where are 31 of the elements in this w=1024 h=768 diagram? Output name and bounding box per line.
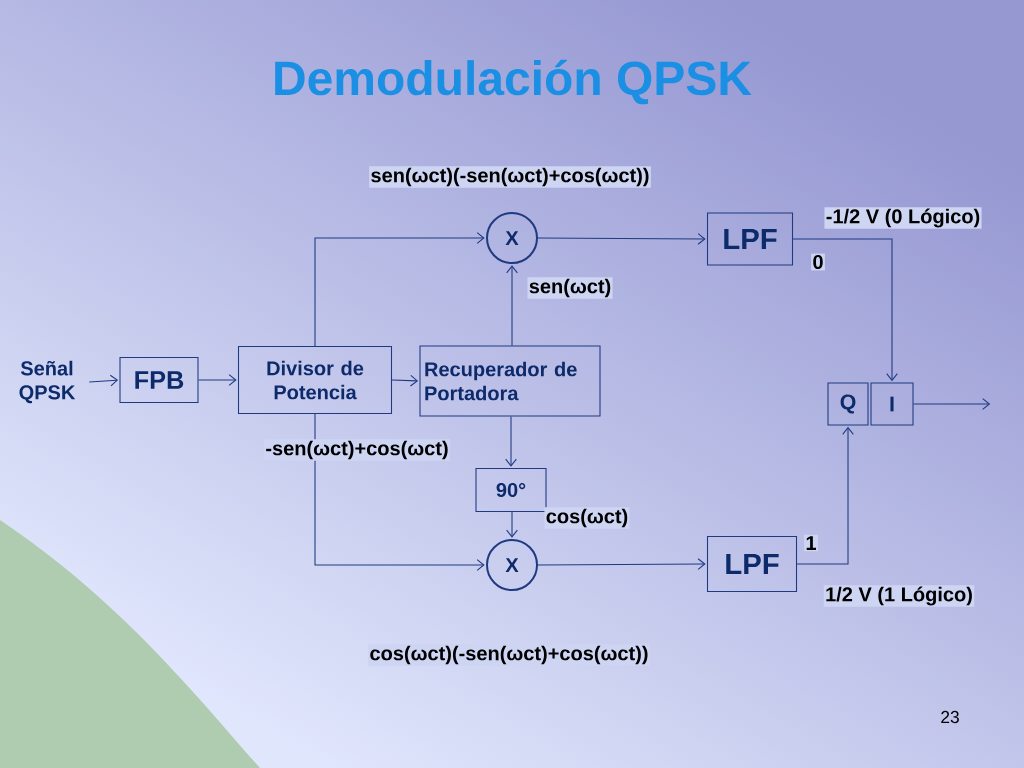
arrow bbox=[506, 511, 518, 538]
signal-label: cos(ωct)(-sen(ωct)+cos(ωct)) bbox=[368, 644, 650, 666]
signal-label: -sen(ωct)+cos(ωct) bbox=[264, 439, 450, 461]
arrow bbox=[391, 374, 419, 387]
block-box: LPF bbox=[706, 535, 798, 593]
block-box: I bbox=[870, 382, 914, 426]
arrow bbox=[913, 398, 991, 410]
signal-label: cos(ωct) bbox=[544, 507, 630, 529]
input-label: Señal QPSK bbox=[19, 360, 76, 404]
block-box: Recuperador de Portadora bbox=[419, 345, 601, 417]
arrow bbox=[505, 416, 517, 467]
arrow bbox=[796, 426, 854, 565]
block-box: LPF bbox=[706, 212, 794, 266]
block-box: Divisor de Potencia bbox=[237, 345, 393, 415]
arrow bbox=[537, 233, 706, 245]
signal-label: -1/2 V (0 Lógico) bbox=[824, 207, 982, 229]
arrow bbox=[314, 232, 485, 347]
block-box: Q bbox=[827, 382, 869, 426]
block-box: FPB bbox=[119, 356, 199, 404]
page-number: 23 bbox=[941, 710, 959, 724]
signal-label: sen(ωct)(-sen(ωct)+cos(ωct)) bbox=[369, 166, 651, 188]
arrow bbox=[537, 558, 706, 570]
block-box: 90° bbox=[475, 467, 547, 513]
signal-label: sen(ωct) bbox=[527, 277, 613, 299]
arrow bbox=[792, 238, 898, 382]
arrow bbox=[314, 413, 485, 571]
slide-title: Demodulación QPSK bbox=[275, 59, 752, 105]
arrow bbox=[506, 265, 518, 346]
signal-label: 1/2 V (1 Lógico) bbox=[823, 585, 975, 607]
arrow bbox=[198, 374, 237, 386]
arrow bbox=[88, 374, 119, 387]
